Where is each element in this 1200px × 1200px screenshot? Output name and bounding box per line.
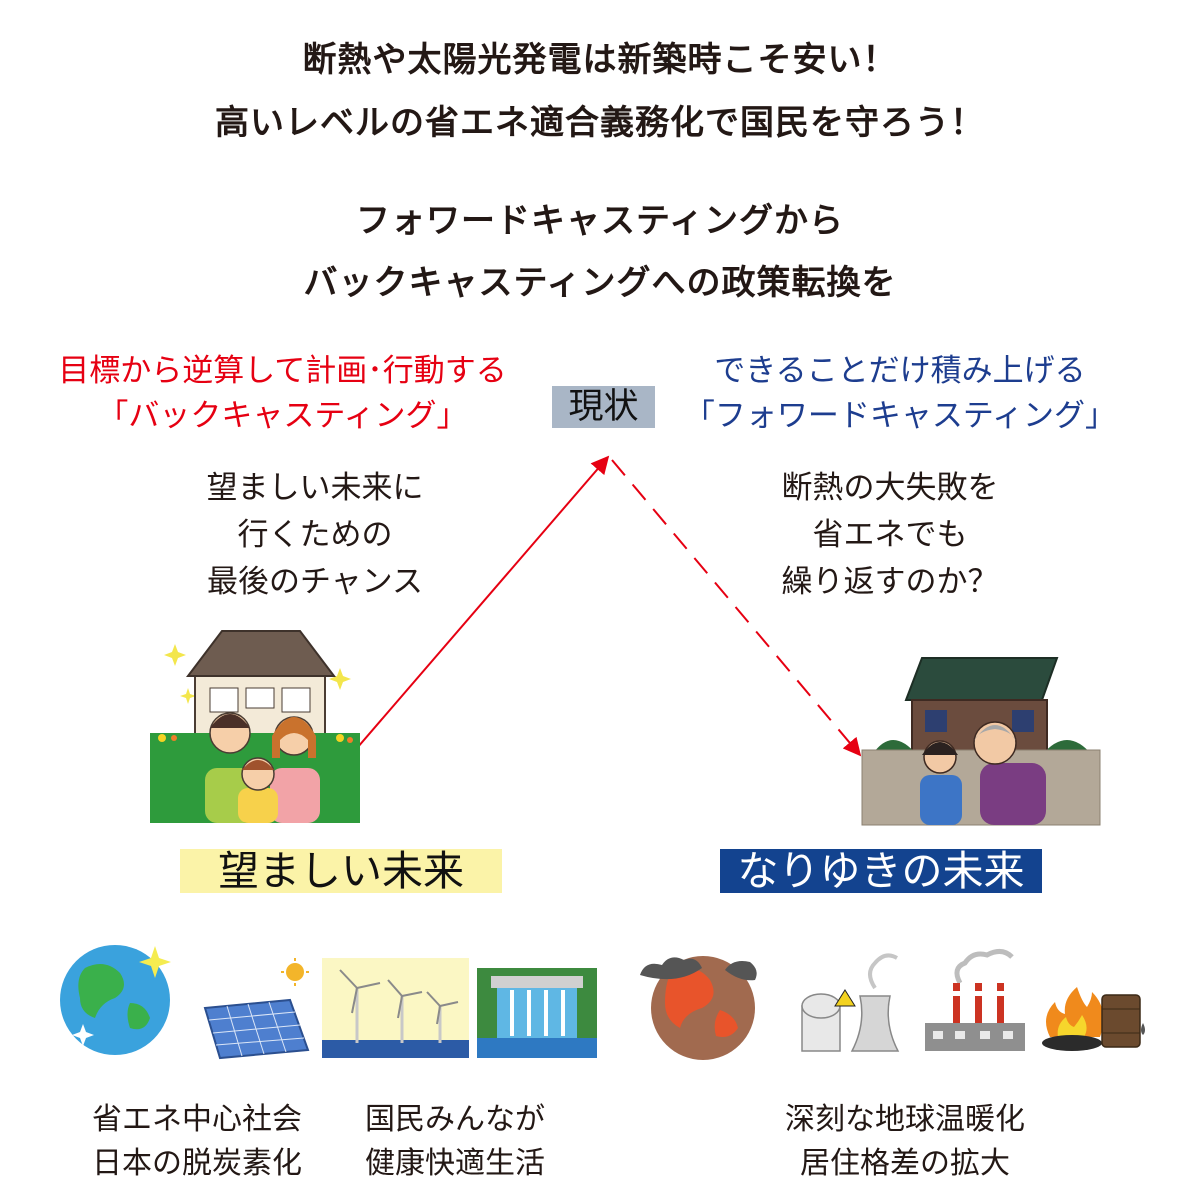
left-description: 望ましい未来に 行くための 最後のチャンス — [170, 465, 460, 606]
forecasting-dashed-arrow — [611, 459, 862, 757]
subheadline-line-2: バックキャスティングへの政策転換を — [303, 263, 897, 303]
backcasting-definition: 目標から逆算して計画･行動する — [58, 353, 507, 389]
earth-icon — [60, 945, 171, 1055]
wind-turbine-icon — [322, 958, 469, 1058]
forecasting-term: 「フォワードキャスティング」 — [683, 398, 1117, 434]
left-desc-line: 行くための — [237, 517, 393, 553]
good-caption-col-1: 省エネ中心社会 日本の脱炭素化 — [92, 1098, 302, 1186]
solar-panel-icon — [203, 958, 310, 1060]
backcasting-arrow — [344, 455, 610, 763]
nuclear-plant-icon — [801, 953, 900, 1052]
left-desc-line: 最後のチャンス — [206, 564, 424, 600]
caption-line: 日本の脱炭素化 — [92, 1146, 302, 1181]
burning-earth-icon — [640, 956, 757, 1060]
happy-family-house-icon — [150, 630, 360, 823]
caption-line: 深刻な地球温暖化 — [785, 1102, 1025, 1137]
fire-oil-icon — [1042, 987, 1145, 1051]
sad-family-old-house-icon — [861, 657, 1101, 826]
right-desc-line: 繰り返すのか？ — [781, 564, 999, 600]
backcasting-term: 「バックキャスティング」 — [97, 398, 468, 434]
right-desc-line: 断熱の大失敗を — [781, 470, 999, 506]
right-desc-line: 省エネでも — [812, 517, 968, 553]
caption-line: 省エネ中心社会 — [92, 1102, 302, 1137]
hydro-dam-icon — [477, 968, 597, 1058]
current-state-label: 現状 — [552, 386, 655, 428]
right-description: 断熱の大失敗を 省エネでも 繰り返すのか？ — [740, 465, 1040, 606]
left-desc-line: 望ましい未来に — [206, 470, 424, 506]
headline-line-2: 高いレベルの省エネ適合義務化で国民を守ろう！ — [215, 103, 985, 143]
forecasting-definition: できることだけ積み上げる — [714, 353, 1086, 389]
caption-line: 健康快適生活 — [365, 1146, 545, 1181]
bad-caption: 深刻な地球温暖化 居住格差の拡大 — [770, 1098, 1040, 1186]
caption-line: 居住格差の拡大 — [800, 1146, 1010, 1181]
factory-smoke-icon — [925, 949, 1025, 1051]
caption-line: 国民みんなが — [365, 1102, 545, 1137]
bad-future-label: なりゆきの未来 — [720, 849, 1042, 893]
good-caption-col-2: 国民みんなが 健康快適生活 — [365, 1098, 545, 1186]
headline-line-1: 断熱や太陽光発電は新築時こそ安い！ — [302, 40, 898, 80]
good-future-label: 望ましい未来 — [180, 849, 502, 893]
subheadline-line-1: フォワードキャスティングから — [356, 201, 844, 241]
